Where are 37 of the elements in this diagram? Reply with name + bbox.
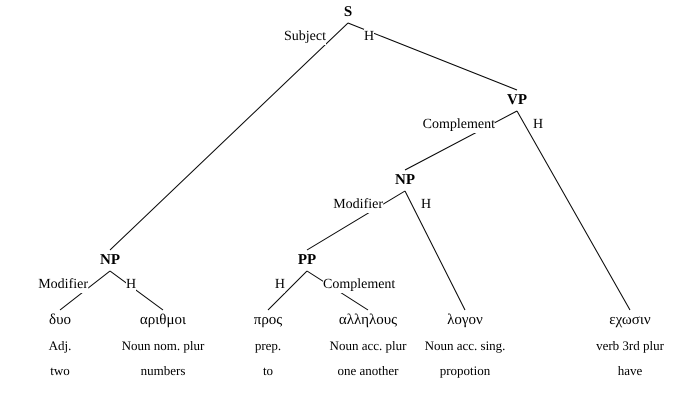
gloss: have [618, 363, 642, 379]
part-of-speech: Noun nom. plur [122, 338, 204, 354]
edge-label: Complement [422, 117, 495, 133]
gloss: one another [338, 363, 398, 379]
edge-label: H [274, 277, 285, 293]
tree-branch [110, 270, 164, 310]
tree-branch [404, 190, 466, 310]
part-of-speech: prep. [254, 338, 282, 354]
gloss: to [262, 363, 274, 379]
gloss: propotion [440, 363, 490, 379]
tree-branch [348, 22, 518, 90]
edge-label: Complement [323, 277, 396, 293]
tree-branch [60, 270, 110, 310]
phrase-category: PP [298, 251, 316, 269]
part-of-speech: Noun acc. plur [330, 338, 406, 354]
greek-word: αλληλους [338, 311, 398, 329]
edge-label: Modifier [38, 277, 88, 293]
phrase-category: VP [507, 91, 527, 109]
part-of-speech: verb 3rd plur [596, 338, 664, 354]
tree-branch [268, 270, 308, 310]
greek-word: προς [254, 311, 282, 329]
edge-label: Subject [284, 29, 326, 45]
edge-label: H [126, 277, 136, 293]
greek-word: λογον [447, 311, 483, 329]
gloss: numbers [140, 363, 186, 379]
greek-word: δυο [49, 311, 71, 329]
phrase-category: NP [395, 171, 415, 189]
greek-word: αριθμοι [140, 311, 186, 329]
phrase-category: NP [100, 251, 120, 269]
part-of-speech: Adj. [48, 338, 72, 354]
tree-branch [110, 22, 348, 250]
edge-label: Modifier [333, 197, 383, 213]
greek-word: εχωσιν [609, 311, 651, 329]
phrase-category: S [344, 3, 352, 21]
tree-branch [516, 110, 630, 310]
part-of-speech: Noun acc. sing. [424, 338, 506, 354]
gloss: two [50, 363, 70, 379]
